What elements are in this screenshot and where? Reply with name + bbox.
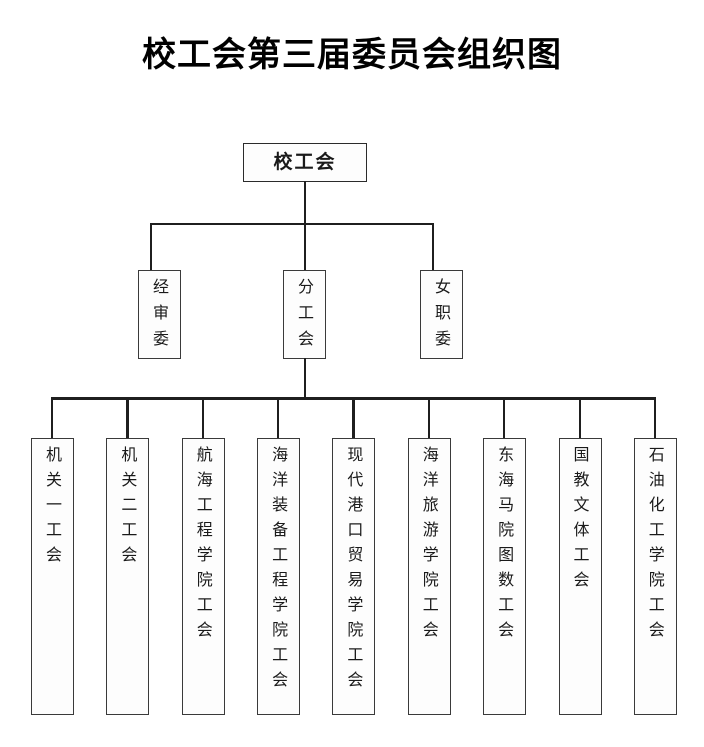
org-node-label: 女职委 bbox=[432, 278, 451, 356]
org-node-jiguan-yi-gonghui[interactable]: 机关一工会 bbox=[31, 438, 74, 715]
page-title: 校工会第三届委员会组织图 bbox=[142, 35, 562, 75]
org-node-jiguan-er-gonghui[interactable]: 机关二工会 bbox=[106, 438, 150, 715]
connector-level3-drop-8 bbox=[578, 397, 581, 439]
org-node-label: 机关一工会 bbox=[43, 446, 62, 571]
org-node-haiyang-lvyou-xueyuan-gonghui[interactable]: 海洋旅游学院工会 bbox=[407, 438, 451, 715]
connector-level3-drop-9 bbox=[653, 397, 657, 439]
connector-level2-drop-2 bbox=[303, 222, 307, 271]
org-node-label: 石油化工学院工会 bbox=[645, 446, 665, 646]
org-node-label: 航海工程学院工会 bbox=[193, 446, 213, 646]
org-node-guojiao-wenti-gonghui[interactable]: 国教文体工会 bbox=[558, 438, 602, 715]
org-node-hanghai-gongcheng-xueyuan-gonghui[interactable]: 航海工程学院工会 bbox=[181, 438, 225, 715]
org-node-label: 海洋装备工程学院工会 bbox=[269, 446, 289, 696]
connector-level3-drop-3 bbox=[201, 397, 205, 439]
org-node-jingshenwei[interactable]: 经审委 bbox=[138, 270, 181, 359]
org-node-label: 国教文体工会 bbox=[570, 446, 590, 596]
org-node-label: 分工会 bbox=[295, 278, 314, 356]
org-node-haiyang-zhuangbei-gongcheng-xueyuan-gonghui[interactable]: 海洋装备工程学院工会 bbox=[257, 438, 301, 715]
org-node-label: 东海马院图数工会 bbox=[495, 446, 515, 646]
org-node-shiyou-huagong-xueyuan-gonghui[interactable]: 石油化工学院工会 bbox=[633, 438, 677, 715]
org-node-label: 机关二工会 bbox=[118, 446, 138, 571]
org-node-label: 现代港口贸易学院工会 bbox=[344, 446, 364, 696]
connector-level2-bus bbox=[150, 222, 434, 225]
connector-level2-drop-3 bbox=[431, 222, 434, 271]
org-node-label: 海洋旅游学院工会 bbox=[419, 446, 439, 646]
connector-level3-drop-7 bbox=[503, 397, 506, 439]
connector-level3-drop-1 bbox=[51, 397, 54, 439]
org-node-label: 经审委 bbox=[150, 278, 169, 356]
connector-level3-drop-5 bbox=[352, 397, 355, 439]
org-node-root[interactable]: 校工会 bbox=[243, 143, 367, 182]
connector-fengonghui-stem bbox=[303, 358, 307, 399]
connector-level3-drop-2 bbox=[126, 397, 129, 439]
org-node-xiandai-gangkou-maoyi-xueyuan-gonghui[interactable]: 现代港口贸易学院工会 bbox=[332, 438, 376, 715]
org-node-donghai-mayuan-tushu-gonghui[interactable]: 东海马院图数工会 bbox=[483, 438, 527, 715]
connector-level3-drop-4 bbox=[277, 397, 280, 439]
connector-level2-drop-1 bbox=[150, 222, 153, 271]
org-node-label: 校工会 bbox=[273, 151, 337, 173]
org-node-fengonghui[interactable]: 分工会 bbox=[283, 270, 326, 359]
connector-root-stem bbox=[303, 181, 307, 224]
connector-level3-drop-6 bbox=[427, 397, 431, 439]
org-node-nvzhiwei[interactable]: 女职委 bbox=[420, 270, 463, 359]
